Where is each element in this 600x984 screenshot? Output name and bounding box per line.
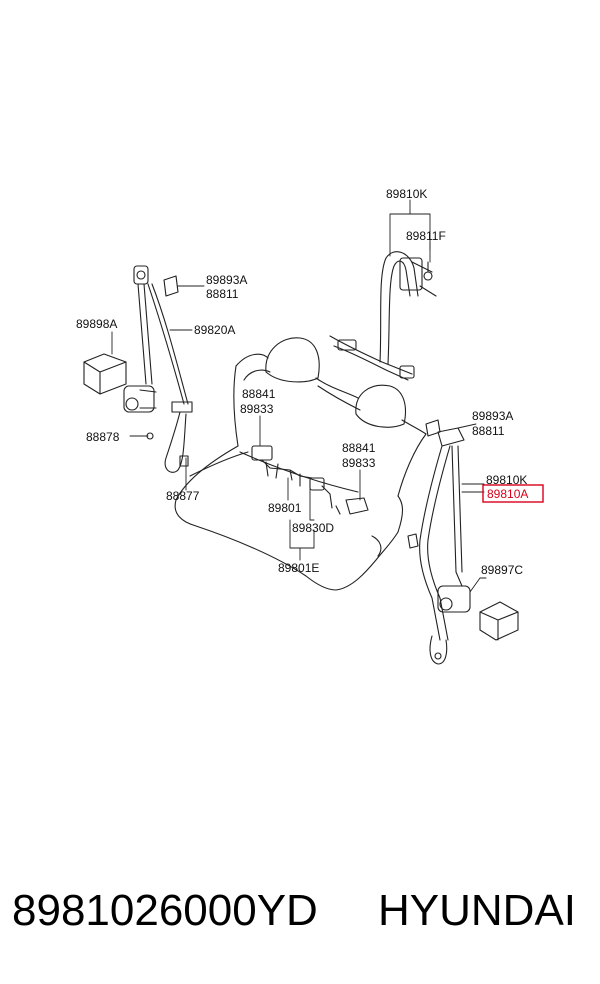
label-88841-b: 88841 (342, 441, 376, 455)
label-89810k-right: 89810K (486, 473, 527, 487)
label-89830d: 89830D (292, 521, 334, 535)
brand-name: HYUNDAI (378, 886, 577, 935)
part-labels: 89810K 89811F 89893A 88811 89898A 89820A… (76, 187, 544, 577)
label-88811-right: 88811 (472, 424, 505, 438)
label-89810k-top: 89810K (386, 187, 427, 201)
label-89801: 89801 (268, 501, 302, 515)
right-seat-belt (407, 419, 519, 665)
caption: 8981026000YD HYUNDAI (0, 880, 600, 950)
highlight-box (482, 484, 544, 503)
part-number: 8981026000YD (12, 886, 318, 935)
label-89801e: 89801E (278, 561, 319, 575)
label-89897c: 89897C (481, 563, 523, 577)
center-shoulder-belt (329, 251, 437, 381)
rear-seat-outline (174, 337, 427, 591)
label-89810a: 89810A (487, 487, 528, 501)
label-89893a-left: 89893A (206, 273, 247, 287)
label-88878: 88878 (86, 430, 120, 444)
label-88811-left: 88811 (206, 287, 239, 301)
label-89898a: 89898A (76, 317, 117, 331)
left-seat-belt (83, 265, 193, 473)
label-88841-a: 88841 (242, 387, 276, 401)
label-89833-b: 89833 (342, 456, 376, 470)
label-89811f: 89811F (406, 229, 446, 243)
label-88877: 88877 (166, 489, 200, 503)
label-89833-a: 89833 (240, 402, 274, 416)
label-89820a: 89820A (194, 323, 235, 337)
label-89893a-right: 89893A (472, 409, 513, 423)
leader-lines (111, 199, 487, 593)
center-buckles (251, 445, 369, 515)
